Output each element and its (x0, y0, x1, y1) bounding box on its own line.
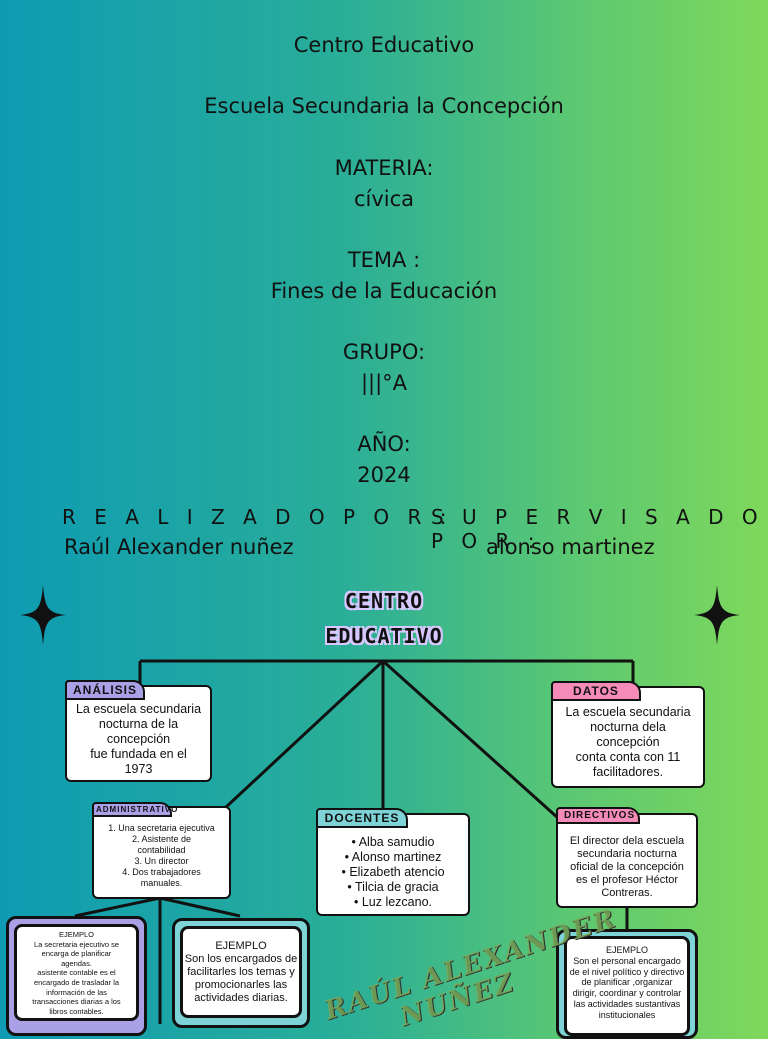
directivos-line: Contreras. (601, 887, 653, 899)
administrativo-box: 1. Una secretaria ejecutiva 2. Asistente… (92, 806, 231, 899)
datos-line: facilitadores. (592, 765, 664, 779)
anio-label: AÑO: (357, 432, 411, 456)
diagram-title-line2: EDUCATIVO (325, 624, 443, 648)
analisis-line: nocturna de la (98, 717, 179, 731)
grupo-value: |||°A (360, 371, 408, 395)
realizado-por-name: Raúl Alexander nuñez (64, 535, 294, 559)
ejemplo-admin-line: transacciones diarias a los (32, 997, 121, 1007)
analisis-tab-front: ANÁLISIS (65, 680, 146, 700)
anio-value: 2024 (357, 463, 411, 487)
ejemplo-directivos-line: dirigir, coordinar y controlar (572, 988, 682, 999)
docentes-item: • Alonso martinez (344, 850, 442, 864)
ejemplo-admin-line: encarga de planificar (41, 949, 112, 959)
materia-value: cívica (353, 187, 415, 211)
school-name: Escuela Secundaria la Concepción (204, 94, 564, 118)
diagram-title-line1: CENTRO (344, 589, 424, 613)
materia-label: MATERIA: (334, 156, 434, 180)
directivos-box: El director dela escuela secundaria noct… (556, 813, 698, 908)
docentes-item: • Elizabeth atencio (341, 865, 445, 879)
analisis-line: fue fundada en el (90, 747, 187, 761)
datos-tab: DATOS (551, 681, 641, 701)
administrativo-item: 1. Una secretaria ejecutiva (108, 823, 215, 833)
ejemplo-directivos-line: de planificar ,organizar (581, 977, 673, 988)
analisis-box: La escuela secundaria nocturna de la con… (65, 685, 212, 782)
ejemplo-admin-box: EJEMPLO La secretaria ejecutivo se encar… (14, 924, 139, 1021)
ejemplo-directivos-line: de el nivel político y directivo (569, 966, 685, 977)
centro-educativo-heading: Centro Educativo (293, 33, 475, 57)
datos-line: concepción (596, 735, 660, 749)
docentes-item: • Alba samudio (351, 835, 435, 849)
ejemplo-admin-line: información de las (46, 987, 107, 997)
administrativo-item: 4. Dos trabajadores (122, 867, 201, 877)
datos-line: nocturna dela (590, 720, 666, 734)
datos-line: conta conta con 11 (575, 750, 681, 764)
ejemplo-docentes-line: facilitarles los temas y (187, 966, 295, 978)
docentes-tab: DOCENTES (316, 808, 408, 828)
tema-label: TEMA : (347, 248, 421, 272)
docentes-item: • Tilcia de gracia (347, 880, 439, 894)
administrativo-item: contabilidad (137, 845, 186, 855)
directivos-line: secundaria nocturna (577, 848, 677, 860)
datos-line: La escuela secundaria (565, 705, 691, 719)
ejemplo-docentes-box: EJEMPLO Son los encargados de facilitarl… (180, 926, 302, 1018)
docentes-item: • Luz lezcano. (353, 895, 433, 909)
ejemplo-directivos-line: institucionales (598, 1009, 656, 1020)
docentes-box: • Alba samudio • Alonso martinez • Eliza… (316, 813, 470, 916)
directivos-line: El director dela escuela (569, 835, 685, 847)
supervisado-por-name: alonso martinez (486, 535, 655, 559)
sparkle-star-icon (20, 585, 66, 645)
ejemplo-docentes-line: Son los encargados de (184, 953, 298, 965)
grupo-label: GRUPO: (342, 340, 426, 364)
administrativo-item: 3. Un director (134, 856, 189, 866)
ejemplo-docentes-line: EJEMPLO (215, 940, 267, 952)
ejemplo-admin-line: agendas. (61, 958, 92, 968)
analisis-line: concepción (106, 732, 171, 746)
ejemplo-admin-line: asistente contable es el (37, 968, 116, 978)
administrativo-item: 2. Asistente de (131, 834, 192, 844)
ejemplo-admin-line: encargado de trasladar la (33, 977, 120, 987)
ejemplo-admin-line: EJEMPLO (58, 930, 94, 939)
directivos-line: es el profesor Héctor (575, 874, 679, 886)
ejemplo-directivos-box: EJEMPLO Son el personal encargado de el … (564, 936, 690, 1036)
supervisado-por-label: S U P E R V I S A D O P O R : (431, 505, 764, 553)
directivos-tab: DIRECTIVOS (556, 807, 640, 824)
ejemplo-docentes-line: actividades diarias. (194, 992, 288, 1004)
ejemplo-directivos-line: Son el personal encargado (573, 955, 681, 966)
administrativo-tab: ADMINISTRATIVO (92, 802, 177, 817)
ejemplo-directivos-line: EJEMPLO (605, 945, 648, 955)
ejemplo-admin-line: La secretaria ejecutivo se (33, 939, 120, 949)
tema-value: Fines de la Educación (270, 279, 498, 303)
directivos-line: oficial de la concepción (570, 861, 684, 873)
realizado-por-label: R E A L I Z A D O P O R : (62, 505, 453, 529)
ejemplo-admin-line: libros contables. (49, 1006, 104, 1016)
analisis-line: La escuela secundaria (75, 702, 202, 716)
ejemplo-directivos-line: las actividades sustantivas (573, 998, 681, 1009)
analisis-line: 1973 (124, 762, 153, 776)
datos-box: La escuela secundaria nocturna dela conc… (551, 686, 705, 788)
sparkle-star-icon (694, 585, 740, 645)
administrativo-item: manuales. (140, 878, 183, 888)
ejemplo-docentes-line: promocionarles las (194, 979, 288, 991)
